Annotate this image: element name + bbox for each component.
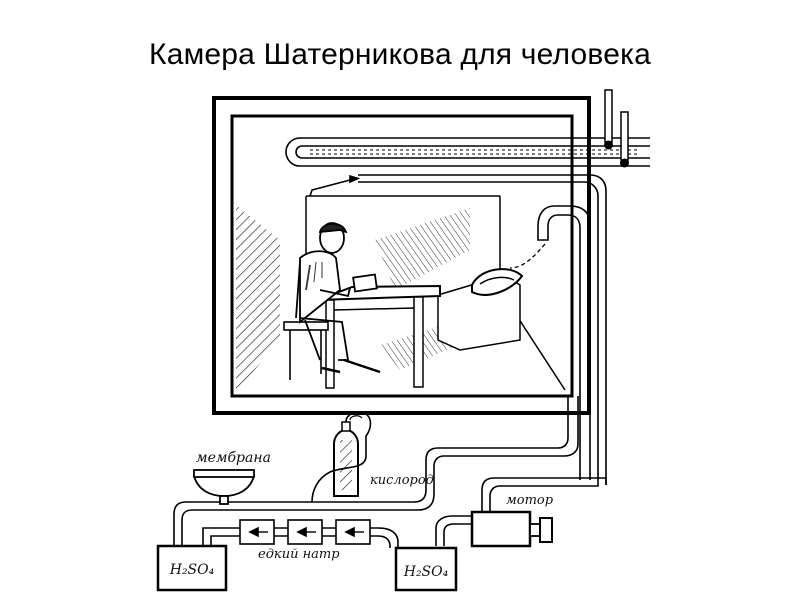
acid-left-label: H₂SO₄ — [169, 562, 215, 578]
oxygen-label: кислород — [370, 473, 434, 488]
return-pipes — [173, 396, 607, 545]
oxygen-cylinder — [311, 411, 372, 503]
membrane-bowl — [192, 469, 256, 505]
thermometers — [604, 89, 629, 168]
sulfuric-acid-vessel-right: H₂SO₄ — [394, 515, 474, 592]
sulfuric-acid-vessel-left: H₂SO₄ — [156, 544, 228, 592]
caustic-soda-absorbers — [202, 519, 399, 548]
stool — [283, 321, 329, 380]
slide-title: Камера Шатерникова для человека — [149, 38, 651, 71]
membrane-label: мембрана — [196, 450, 271, 466]
chamber-walls — [212, 96, 591, 415]
motor — [470, 510, 553, 548]
bed — [437, 268, 524, 351]
caustic-soda-label: едкий натр — [258, 547, 340, 562]
air-ducts — [309, 174, 607, 485]
cooling-coils — [285, 137, 650, 167]
motor-label: мотор — [506, 493, 554, 508]
seated-person — [295, 222, 381, 374]
acid-right-label: H₂SO₄ — [403, 564, 449, 580]
